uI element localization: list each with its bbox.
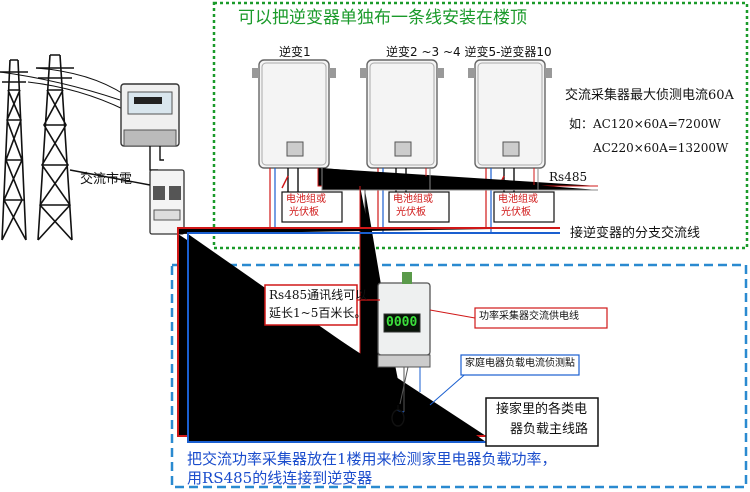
- detect-point-label-box: [460, 354, 580, 376]
- detect-point-label: 家庭电器负载电流侦测點: [465, 358, 575, 369]
- footer-line-1: 把交流功率采集器放在1楼用来检测家里电器负载功率，: [187, 450, 557, 468]
- power-supply-label: 功率采集器交流供电线: [479, 311, 579, 322]
- power-tower-icon: [0, 59, 28, 241]
- inverter-2-icon: [360, 59, 444, 169]
- inverter-5-icon: [468, 59, 552, 169]
- rs485-note-box: [264, 284, 358, 326]
- roof-title: 可以把逆变器单独布一条线安装在楼顶: [238, 8, 527, 28]
- inverter-1-icon: [252, 59, 336, 169]
- main-load-box: [485, 397, 599, 447]
- battery-label-1b: 光伏板: [289, 207, 319, 218]
- rs485-note-line-2: 延长1~5百米长。: [269, 306, 367, 320]
- battery-label-1: 电池组或: [286, 194, 326, 205]
- battery-label-2b: 光伏板: [396, 207, 426, 218]
- electricity-meter-icon: [120, 83, 180, 147]
- battery-label-2: 电池组或: [393, 194, 433, 205]
- ground-floor-zone-border: [170, 263, 748, 489]
- rs485-label: Rs485: [549, 170, 588, 184]
- battery-box-3: [493, 191, 555, 223]
- meter-display: 0000: [386, 315, 418, 330]
- grid-label: 交流市電: [80, 172, 133, 187]
- power-collector-device: [377, 272, 431, 368]
- battery-label-3: 电池组或: [498, 194, 538, 205]
- inverter-1-label: 逆变1: [279, 45, 311, 59]
- main-load-line-1: 接家里的各类电: [496, 402, 588, 417]
- footer-line-2: 用RS485的线连接到逆变器: [187, 469, 373, 487]
- breaker-icon: [149, 169, 185, 235]
- battery-box-2: [388, 191, 450, 223]
- main-load-line-2: 器负载主线路: [510, 422, 589, 437]
- collector-spec-example-1: 如：AC120×60A=7200W: [569, 117, 721, 131]
- collector-spec-title: 交流采集器最大侦测电流60A: [565, 88, 734, 103]
- battery-box-1: [281, 191, 343, 223]
- rs485-note-line-1: Rs485通讯线可以: [269, 288, 368, 302]
- branch-line-label: 接逆变器的分支交流线: [570, 226, 701, 241]
- inverter-2-10-label: 逆变2 ~3 ~4 逆变5-逆变器10: [386, 45, 552, 59]
- power-tower-icon: [36, 54, 74, 241]
- collector-spec-example-2: AC220×60A=13200W: [593, 141, 729, 155]
- power-supply-label-box: [474, 307, 608, 329]
- battery-label-3b: 光伏板: [501, 207, 531, 218]
- roof-zone-border: [212, 1, 749, 250]
